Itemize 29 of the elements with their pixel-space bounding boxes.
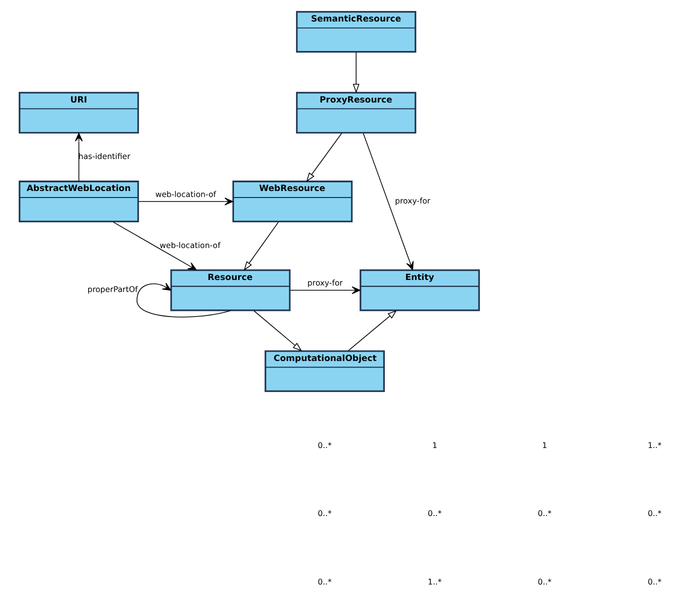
label: 0..* <box>648 577 662 586</box>
arrow <box>254 310 302 352</box>
arrow <box>348 310 397 351</box>
edge-label: web-location-of <box>155 190 216 199</box>
edge-label: web-location-of <box>160 240 220 250</box>
label: 0..* <box>428 509 442 518</box>
arrow <box>352 52 360 94</box>
arrow <box>362 132 414 270</box>
arrow <box>74 132 83 182</box>
edge-label: proxy-for <box>395 196 430 206</box>
label: 1..* <box>648 440 662 450</box>
label: 0..* <box>538 509 552 518</box>
label: 0..* <box>648 509 662 518</box>
label: 0..* <box>318 440 332 450</box>
edge-label: has-identifier <box>78 152 130 162</box>
arrow <box>290 286 360 294</box>
label: 0..* <box>318 509 332 518</box>
edge-label: properPartOf <box>87 285 138 294</box>
label: 0..* <box>318 577 332 586</box>
edge-label: proxy-for <box>307 278 343 288</box>
label: 1 <box>432 440 438 450</box>
arrow <box>138 198 234 206</box>
arrow <box>112 222 197 270</box>
label: 0..* <box>538 577 552 586</box>
arrow <box>306 132 342 182</box>
arrow <box>244 222 279 271</box>
arrow <box>136 282 231 318</box>
label: 1 <box>542 440 548 450</box>
label: 1..* <box>428 577 442 586</box>
